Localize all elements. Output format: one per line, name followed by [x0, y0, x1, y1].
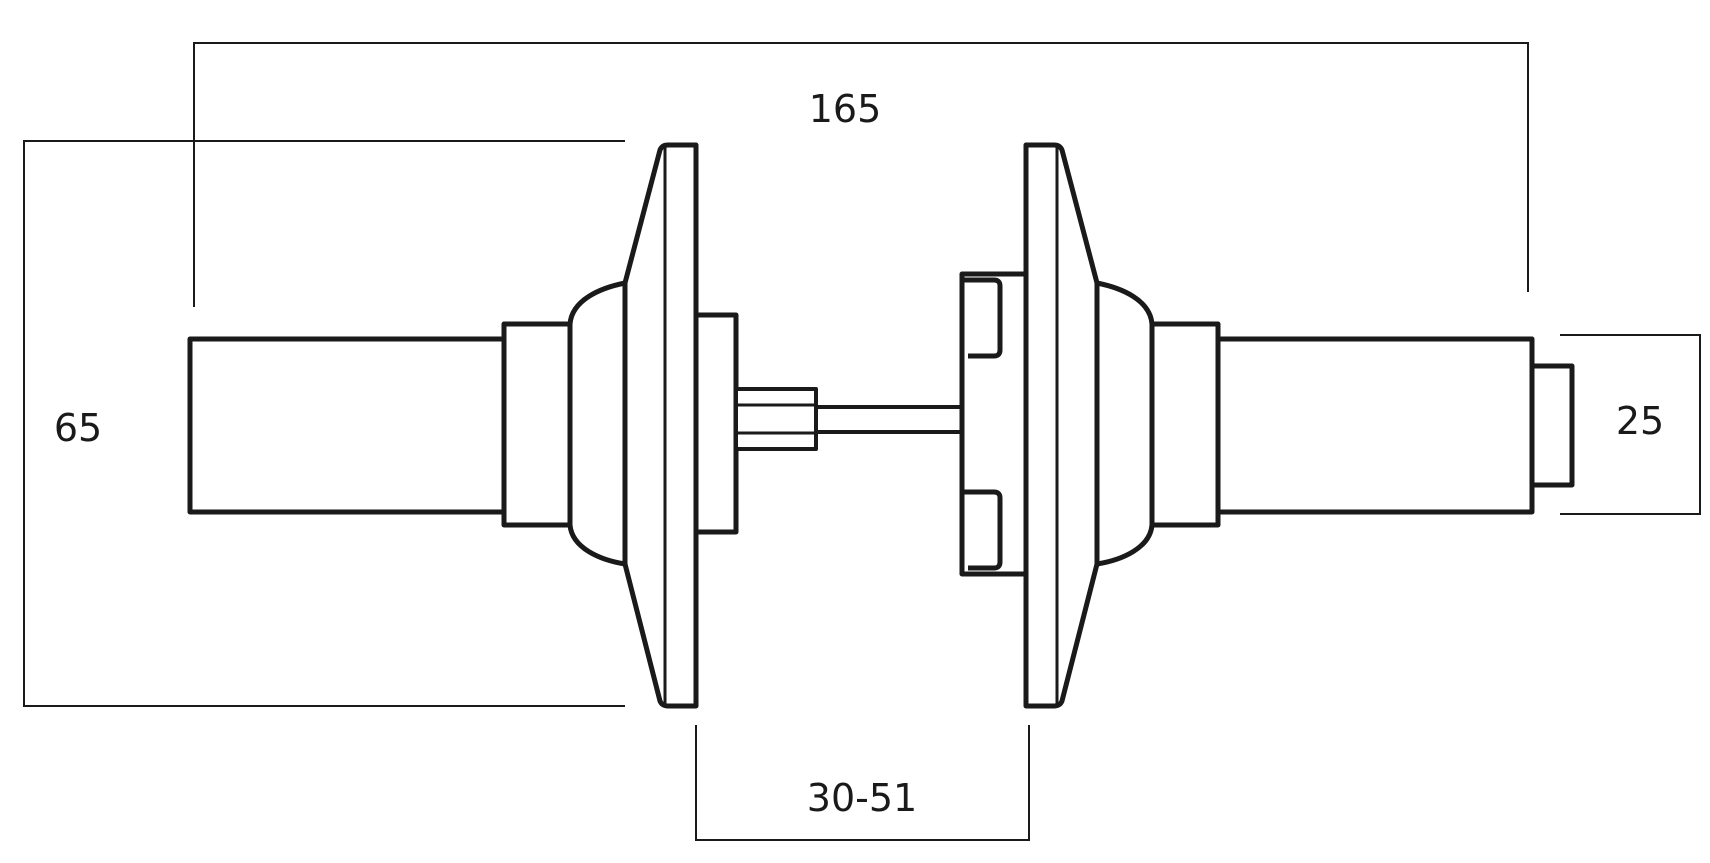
right-lever-collar [1149, 321, 1221, 528]
right-rose-flange [1023, 142, 1100, 709]
square-spindle [814, 405, 964, 434]
right-mounting-plate [959, 271, 1029, 577]
rose-diameter-dimension-line [23, 140, 625, 707]
left-lever-collar [501, 321, 573, 528]
right-lever-grip [1215, 336, 1535, 515]
right-lever-end-cap [1529, 363, 1575, 488]
overall-length-label: 165 [809, 87, 882, 131]
dimension-lines [23, 42, 1701, 841]
left-rose-dome [567, 280, 628, 567]
door-thickness-dimension-line [695, 725, 1030, 841]
lever-diameter-dimension-line [1560, 334, 1701, 515]
left-rose-flange [622, 142, 699, 709]
left-mounting-boss [693, 312, 739, 535]
right-rose-dome [1094, 280, 1155, 567]
rose-diameter-label: 65 [54, 406, 102, 450]
overall-length-dimension-line [193, 42, 1529, 307]
left-handle-assembly [187, 142, 818, 709]
left-lever-grip [187, 336, 507, 515]
right-handle-assembly [959, 142, 1575, 709]
bottom-screw-post [962, 489, 1003, 571]
spindle-sleeve [734, 387, 818, 451]
door-thickness-label: 30-51 [807, 776, 917, 820]
top-screw-post [962, 277, 1003, 359]
lever-diameter-label: 25 [1616, 399, 1664, 443]
